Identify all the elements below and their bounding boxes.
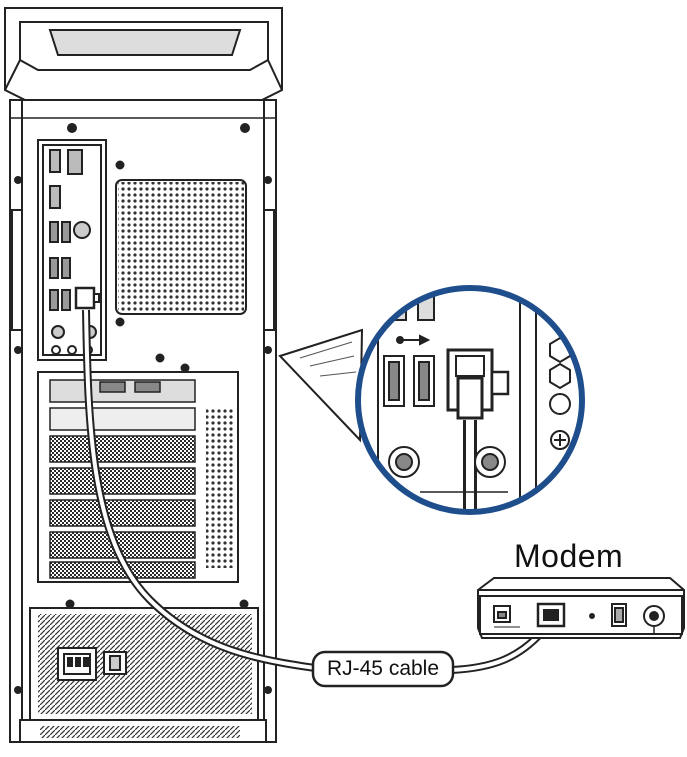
modem-icon <box>477 577 685 639</box>
cable-label-box <box>311 650 455 688</box>
modem-title: Modem <box>514 538 624 574</box>
rj45-cable <box>82 309 552 688</box>
ethernet-port-icon <box>446 348 510 420</box>
usb-icon <box>396 334 431 346</box>
power-socket-icon <box>57 647 127 681</box>
magnifier-icon <box>278 285 585 515</box>
rj45-cable-label: RJ-45 cable <box>326 657 440 680</box>
pc-tower-icon <box>4 7 283 743</box>
magnifier-ring <box>355 285 585 515</box>
